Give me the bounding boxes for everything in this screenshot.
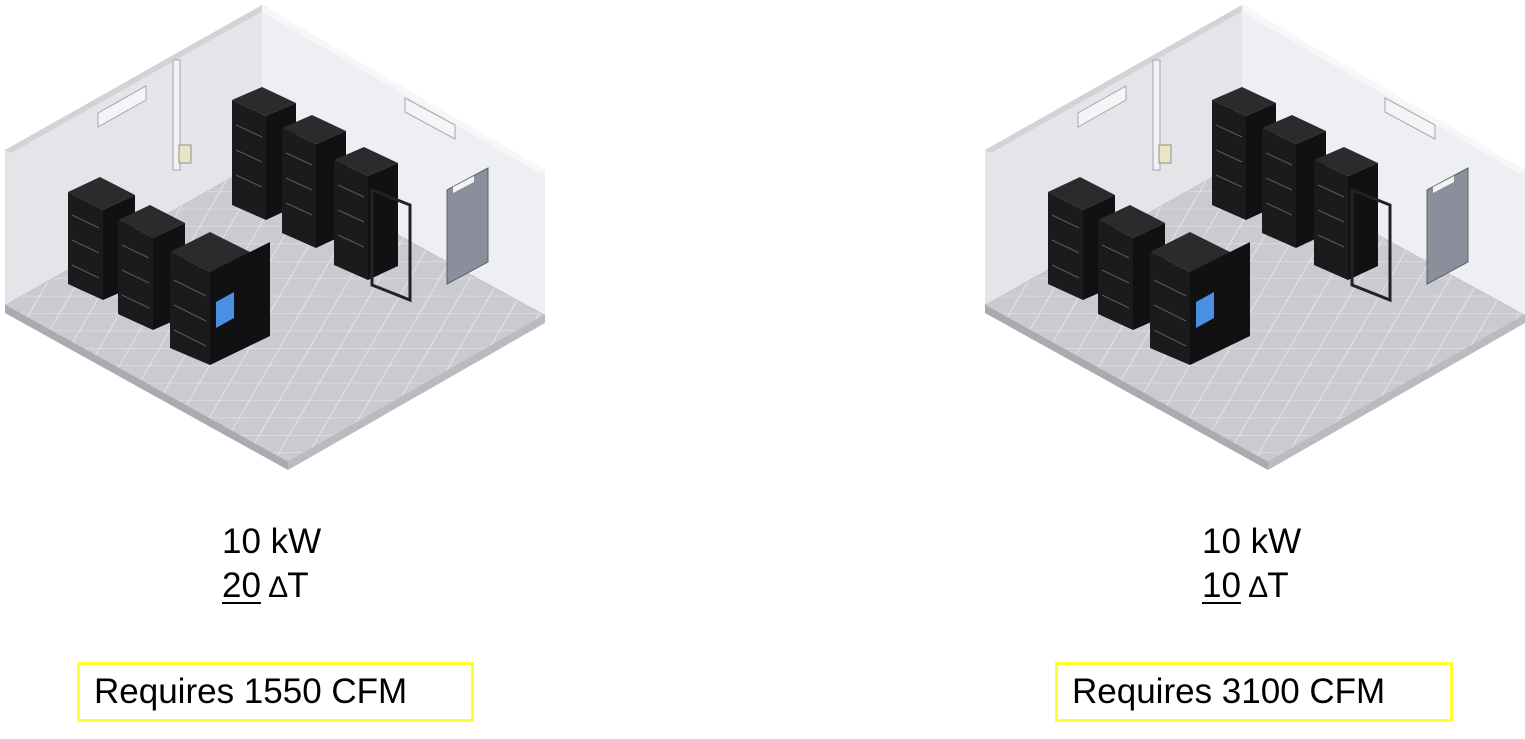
server-room-illustration-left	[0, 0, 550, 470]
server-room-svg	[983, 5, 1525, 470]
delta-t-line: 20∆T	[222, 564, 321, 610]
delta-unit: T	[1267, 566, 1289, 605]
scenario-stats-left: 10 kW 20∆T	[222, 520, 321, 610]
delta-t-value: 10	[1202, 566, 1241, 605]
rack-group	[232, 87, 412, 303]
delta-t-line: 10∆T	[1202, 564, 1301, 610]
cfm-requirement-box-right: Requires 3100 CFM	[1055, 662, 1453, 722]
door-icon	[446, 167, 489, 285]
ac-unit-icon	[1384, 97, 1436, 140]
electrical-panel-icon	[1158, 144, 1172, 164]
rack-group	[1212, 87, 1392, 303]
monitor-icon	[216, 292, 234, 328]
cfm-requirement-box-left: Requires 1550 CFM	[77, 662, 474, 722]
delta-symbol: ∆	[268, 571, 288, 604]
delta-unit: T	[287, 566, 309, 605]
power-label: 10 kW	[1202, 522, 1302, 561]
server-room-illustration-right	[980, 0, 1525, 470]
ac-unit-icon	[97, 85, 147, 128]
server-room-svg	[3, 5, 547, 470]
ac-unit-icon	[1077, 85, 1127, 128]
delta-t-value: 20	[222, 566, 261, 605]
power-label: 10 kW	[222, 522, 322, 561]
delta-symbol: ∆	[1248, 571, 1268, 604]
ac-unit-icon	[404, 97, 456, 140]
scenario-stats-right: 10 kW 10∆T	[1202, 520, 1301, 610]
monitor-icon	[1196, 292, 1214, 328]
door-icon	[1426, 167, 1469, 285]
electrical-panel-icon	[178, 144, 192, 164]
